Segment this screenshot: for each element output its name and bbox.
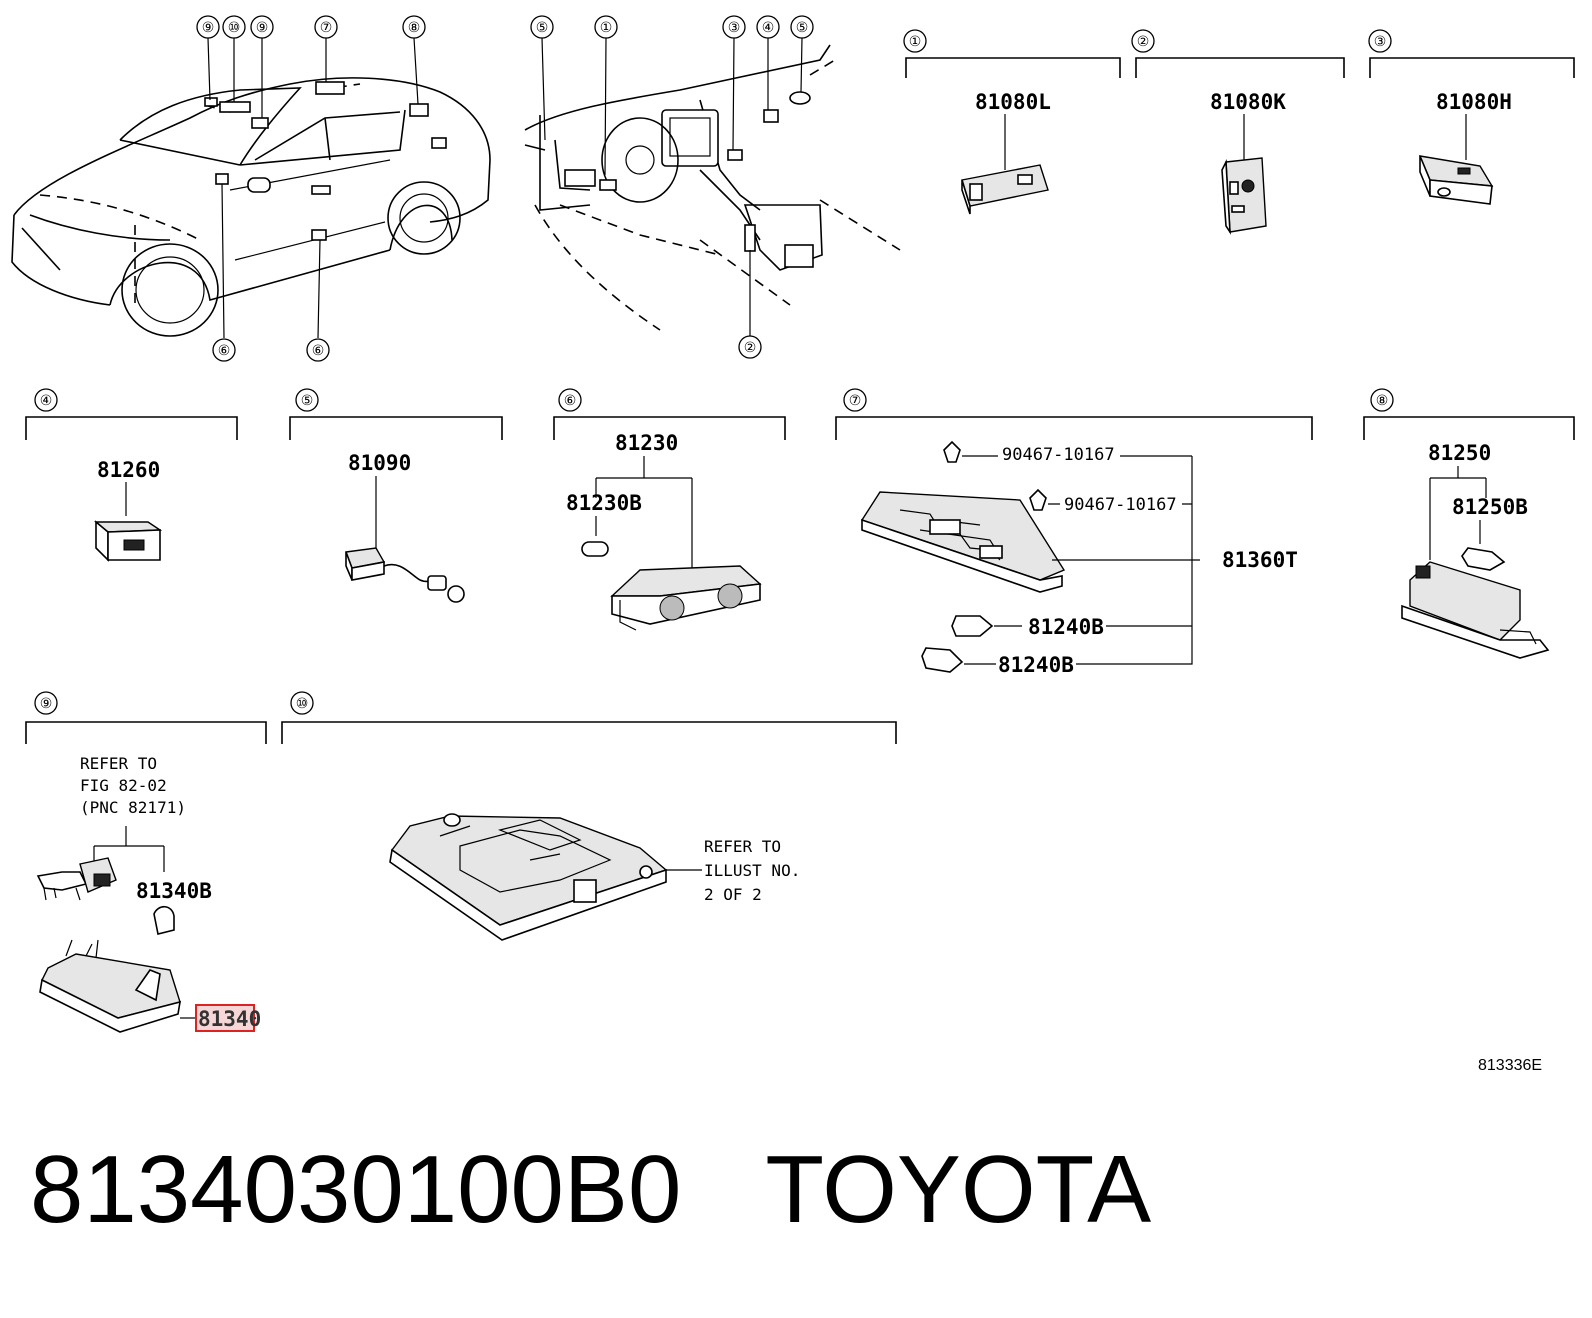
- section-5: ⑤ 81090: [289, 388, 503, 603]
- part-label-81340B: 81340B: [136, 879, 212, 903]
- lamp-81260-illustration: [94, 520, 163, 562]
- console-illustration: [389, 813, 668, 941]
- callout-9: ⑨: [256, 20, 269, 36]
- section-8: ⑧ 81250 81250B: [1363, 388, 1575, 659]
- clip-90467-b-illustration: [1029, 488, 1047, 511]
- part-label-81230: 81230: [615, 431, 678, 455]
- lamp-81250-illustration: [1401, 561, 1550, 659]
- callout-9: ⑨: [202, 20, 215, 36]
- part-label-90467-a: 90467-10167: [1002, 445, 1115, 465]
- callout-3: ③: [1374, 34, 1387, 50]
- part-label-81250: 81250: [1428, 441, 1491, 465]
- part-label-81090: 81090: [348, 451, 411, 475]
- callout-5: ⑤: [301, 393, 314, 409]
- callout-9: ⑨: [40, 696, 53, 712]
- car-overview: ⑨ ⑩ ⑨ ⑦ ⑧ ⑥ ⑥: [11, 15, 491, 362]
- part-label-81340: 81340: [198, 1007, 261, 1031]
- callout-7: ⑦: [849, 393, 862, 409]
- bulb-81250B-illustration: [1461, 547, 1506, 571]
- callout-6: ⑥: [564, 393, 577, 409]
- section-2: ② 81080K: [1131, 29, 1345, 235]
- callout-5: ⑤: [536, 20, 549, 36]
- callout-1: ①: [600, 20, 613, 36]
- callout-6: ⑥: [312, 343, 325, 359]
- switch-82171-illustration: [36, 857, 117, 901]
- part-label-81250B: 81250B: [1452, 495, 1528, 519]
- callout-2: ②: [744, 340, 757, 356]
- callout-2: ②: [1137, 34, 1150, 50]
- section-3: ③ 81080H: [1368, 29, 1575, 205]
- bulb-81340B-illustration: [153, 905, 175, 935]
- lamp-81360T-illustration: [860, 491, 1066, 593]
- part-label-90467-b: 90467-10167: [1064, 495, 1177, 515]
- section-6: ⑥ 81230 81230B: [553, 388, 786, 631]
- lamp-81340-illustration: [39, 939, 181, 1033]
- footer-brand: TOYOTA: [765, 1136, 1152, 1243]
- bulb-81240B-a-illustration: [951, 615, 994, 637]
- callout-3: ③: [728, 20, 741, 36]
- clip-90467-a-illustration: [943, 440, 961, 463]
- section-9: ⑨ REFER TO FIG 82-02 (PNC 82171) 81340B …: [25, 691, 267, 1033]
- callout-5: ⑤: [796, 20, 809, 36]
- part-label-81080L: 81080L: [975, 90, 1051, 114]
- callout-4: ④: [40, 393, 53, 409]
- part-label-81080H: 81080H: [1436, 90, 1512, 114]
- note-refer-illust-line1: REFER TO: [704, 837, 781, 856]
- footer-title: 8134030100B0 TOYOTA: [30, 1135, 1151, 1245]
- footer-part-number: 8134030100B0: [30, 1136, 682, 1243]
- bulb-81230B-illustration: [581, 541, 609, 557]
- part-label-81240B-b: 81240B: [998, 653, 1074, 677]
- section-4: ④ 81260: [25, 388, 238, 562]
- note-refer-illust-line2: ILLUST NO.: [704, 861, 800, 880]
- bulb-81240B-b-illustration: [921, 647, 964, 673]
- part-label-81240B-a: 81240B: [1028, 615, 1104, 639]
- lamp-81230-illustration: [610, 565, 762, 631]
- callout-1: ①: [909, 34, 922, 50]
- note-refer-illust-line3: 2 OF 2: [704, 885, 762, 904]
- note-refer-fig-line2: FIG 82-02: [80, 776, 167, 795]
- callout-6: ⑥: [218, 343, 231, 359]
- interior-overview: ⑤ ① ③ ④ ⑤ ②: [524, 15, 901, 359]
- switch-81080L-illustration: [961, 164, 1049, 215]
- note-refer-fig-line3: (PNC 82171): [80, 798, 186, 817]
- section-7: ⑦ 90467-10167 90467-10167 81360T 81240B: [835, 388, 1313, 677]
- note-refer-fig-line1: REFER TO: [80, 754, 157, 773]
- section-1: ① 81080L: [903, 29, 1121, 215]
- part-label-81260: 81260: [97, 458, 160, 482]
- callout-8: ⑧: [1376, 393, 1389, 409]
- callout-4: ④: [762, 20, 775, 36]
- illustration-number: 813336E: [1478, 1057, 1542, 1074]
- part-label-81360T: 81360T: [1222, 548, 1298, 572]
- highlight-box-81340: [195, 1004, 255, 1032]
- section-10: ⑩ REFER TO ILLUST NO. 2 OF 2: [281, 691, 897, 941]
- switch-81080H-illustration: [1418, 155, 1494, 205]
- part-label-81230B: 81230B: [566, 491, 642, 515]
- callout-7: ⑦: [320, 20, 333, 36]
- part-label-81080K: 81080K: [1210, 90, 1286, 114]
- switch-81080K-illustration: [1221, 157, 1267, 235]
- callout-10: ⑩: [228, 20, 241, 36]
- callout-8: ⑧: [408, 20, 421, 36]
- callout-10: ⑩: [296, 696, 309, 712]
- lamp-81090-illustration: [345, 547, 465, 603]
